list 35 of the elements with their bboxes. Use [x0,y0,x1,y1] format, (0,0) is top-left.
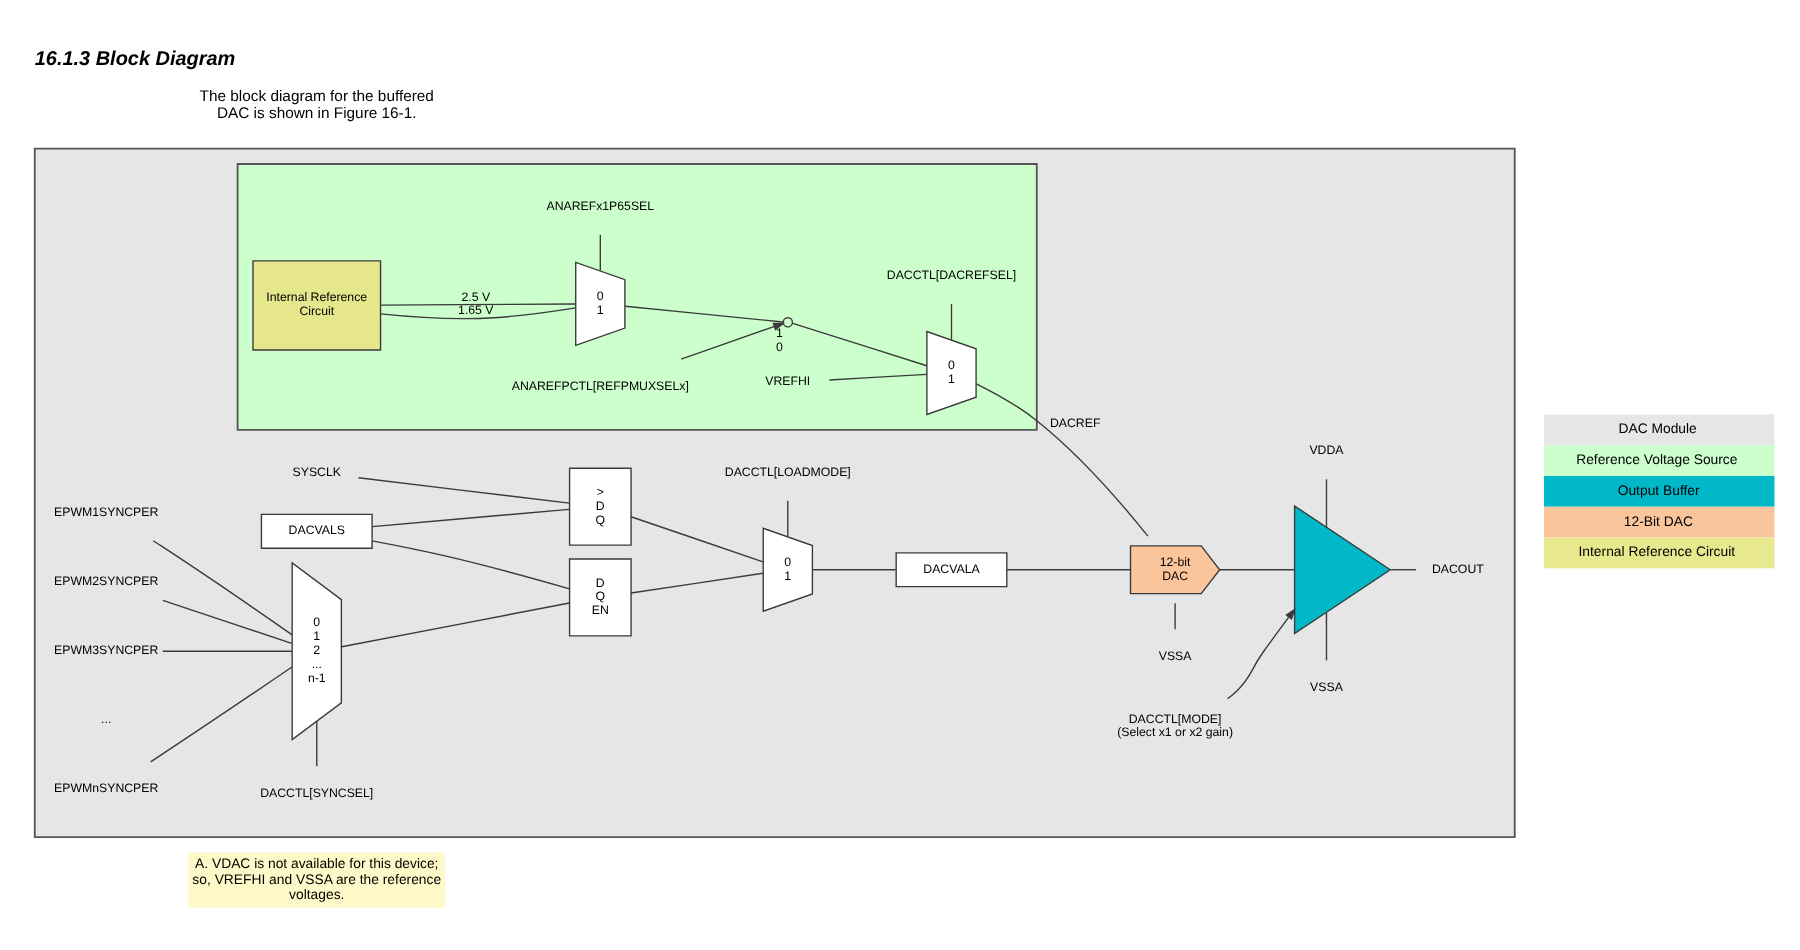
connector [792,321,928,366]
label: The block diagram for the buffered DAC is shown in Figure 16-1. [199,86,434,121]
arrow [1226,606,1296,699]
connector [975,382,1149,536]
connector [379,302,577,305]
connector [357,476,571,503]
connector [316,719,318,766]
connector [1390,568,1417,570]
connector [371,507,570,527]
connector [828,372,928,380]
connector [162,598,293,644]
connector [162,649,293,651]
connector [599,233,601,271]
cluster [33,146,1516,838]
connector [150,665,293,762]
arrow [680,321,786,359]
cluster [236,162,1038,430]
node-triangle [1293,503,1392,634]
node-switch [782,316,794,327]
connector [341,601,571,647]
connector [630,515,764,562]
connector [371,539,571,589]
connector [624,304,784,322]
diagram-title: 16.1.3 Block Diagram [34,47,236,70]
connector [812,568,897,570]
connector [1325,611,1328,661]
connector [152,539,293,635]
connector [1325,477,1328,527]
connector [787,499,789,537]
connector [1174,601,1176,629]
connector [1219,568,1296,570]
connector [379,306,577,319]
connector [1006,568,1132,570]
connector [950,302,953,340]
connector [630,571,764,593]
